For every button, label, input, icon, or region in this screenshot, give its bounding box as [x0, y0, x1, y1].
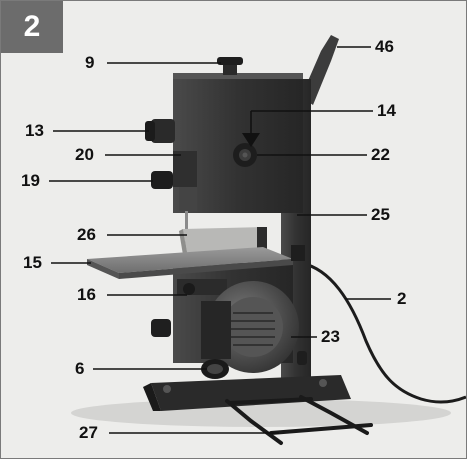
callout-6: 6 [75, 359, 85, 378]
callout-19: 19 [21, 171, 40, 190]
callout-2: 2 [397, 289, 407, 308]
callout-15: 15 [23, 253, 42, 272]
callout-23: 23 [321, 327, 340, 346]
callout-9: 9 [85, 53, 95, 72]
callout-20: 20 [75, 145, 94, 164]
callout-46: 46 [375, 37, 394, 56]
callout-27: 27 [79, 423, 98, 442]
figure-number-badge: 2 [1, 1, 63, 53]
callout-26: 26 [77, 225, 96, 244]
callout-22: 22 [371, 145, 390, 164]
callout-13: 13 [25, 121, 44, 140]
callout-25: 25 [371, 205, 390, 224]
callout-14: 14 [377, 101, 396, 120]
figure-number: 2 [23, 10, 41, 43]
callout-16: 16 [77, 285, 96, 304]
